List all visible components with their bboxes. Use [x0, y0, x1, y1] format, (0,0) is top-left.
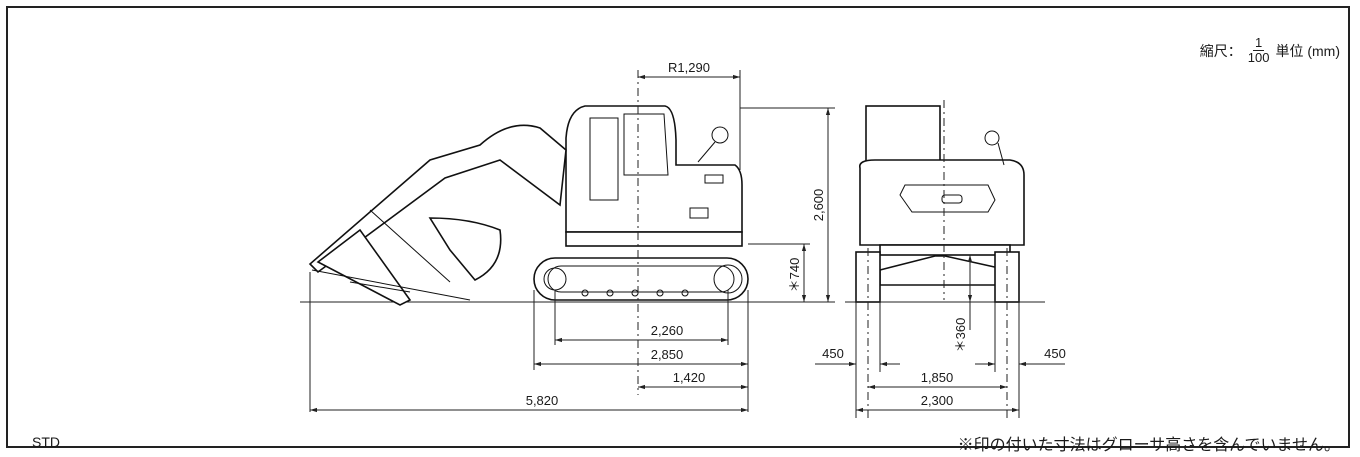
front-cab	[865, 105, 941, 167]
front-upper-structure	[859, 159, 1025, 246]
dim-overall-height: 2,600	[811, 189, 826, 222]
side-bucket	[428, 217, 502, 281]
side-crawler-track	[533, 257, 749, 301]
scale-numerator: 1	[1252, 35, 1265, 51]
dim-crawler-width: 2,300	[921, 393, 954, 408]
dim-shoe-width-left: 450	[822, 346, 844, 361]
side-upper-structure	[565, 105, 743, 233]
dim-overall-length: 5,820	[526, 393, 559, 408]
dim-tumbler-distance: 2,260	[651, 323, 684, 338]
front-track-left	[855, 251, 881, 303]
scale-denominator: 100	[1247, 50, 1270, 65]
dim-track-gauge: 1,850	[921, 370, 954, 385]
footnote: ※印の付いた寸法はグローサ高さを含んでいません。	[957, 437, 1340, 454]
dim-tail-length: 1,420	[673, 370, 706, 385]
scale-unit: 単位 (mm)	[1275, 42, 1340, 59]
scale-prefix: 縮尺：	[1199, 42, 1242, 59]
scale-fraction: 1 100	[1248, 36, 1270, 65]
dim-tail-radius: R1,290	[668, 60, 710, 75]
side-view-excavator	[308, 105, 749, 306]
dim-crawler-length: 2,850	[651, 347, 684, 362]
dim-ground-clearance: ＊360	[953, 318, 968, 353]
variant-label: STD	[32, 434, 60, 450]
scale-note: 縮尺： 1 100 単位 (mm)	[1200, 36, 1340, 65]
front-track-right	[994, 251, 1020, 303]
front-view-excavator	[855, 105, 1025, 303]
dim-shoe-width-right: 450	[1044, 346, 1066, 361]
side-arm	[316, 228, 412, 306]
drawing-frame	[6, 6, 1350, 448]
dim-counterweight-clearance: ＊740	[787, 258, 802, 293]
